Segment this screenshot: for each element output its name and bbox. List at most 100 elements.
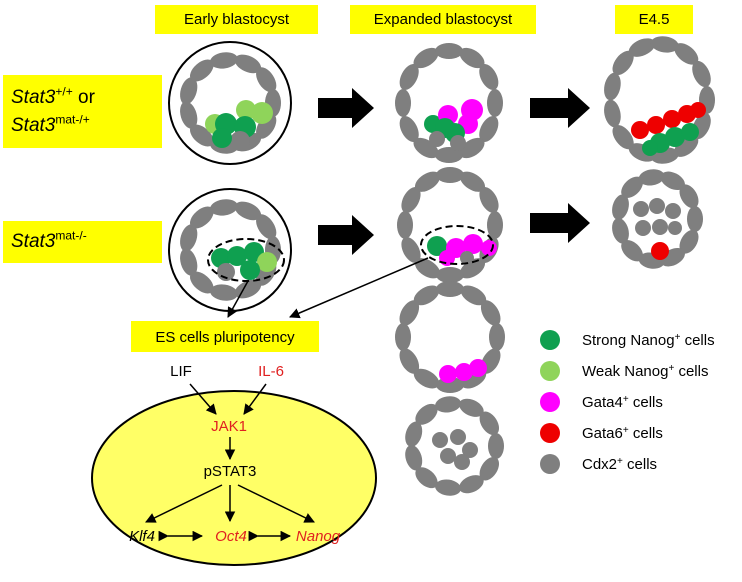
trophectoderm-cell — [415, 403, 438, 425]
icm-cell — [681, 123, 699, 141]
genotype-label-wildtype: Stat3+/+ or Stat3mat-/+ — [3, 75, 162, 148]
trophectoderm-cell — [479, 411, 500, 436]
trophectoderm-cell — [479, 456, 500, 481]
embryo-mut-expanded-blastocyst-3 — [405, 396, 504, 496]
trophectoderm-cell — [414, 258, 441, 279]
block-arrow-mut-1 — [318, 215, 374, 255]
icm-cell — [212, 128, 232, 148]
gene-stat3: Stat3 — [11, 114, 56, 136]
trophectoderm-cell — [399, 300, 420, 326]
trophectoderm-cell — [621, 240, 643, 262]
header-early-blastocyst: Early blastocyst — [155, 5, 318, 34]
trophectoderm-cell — [405, 445, 423, 471]
icm-cell — [227, 246, 247, 266]
trophectoderm-cell — [209, 52, 238, 69]
icm-cell — [631, 121, 649, 139]
icm-cell — [481, 240, 497, 256]
icm-cell — [450, 135, 466, 151]
trophectoderm-cell — [399, 64, 419, 90]
trophectoderm-cell — [399, 116, 419, 142]
arrow-early-icm-to-es — [227, 280, 249, 318]
legend-label: Strong Nanog+ cells — [582, 332, 715, 350]
legend-label: Weak Nanog+ cells — [582, 363, 708, 381]
icm-cell — [460, 251, 474, 265]
icm-cell — [455, 363, 473, 381]
trophectoderm-cell — [435, 147, 463, 163]
dashed-icm-outline-expanded — [420, 225, 494, 265]
es-cells-label: ES cells pluripotency — [155, 329, 295, 346]
legend-label: Cdx2+ cells — [582, 456, 657, 474]
gene-stat3: Stat3 — [11, 231, 56, 252]
trophectoderm-cell — [612, 124, 634, 150]
trophectoderm-cell — [234, 201, 262, 221]
trophectoderm-cell — [638, 169, 665, 186]
icm-cell — [633, 201, 649, 217]
header-expanded-blastocyst: Expanded blastocyst — [350, 5, 536, 34]
il6-label: IL-6 — [258, 363, 284, 380]
trophectoderm-cell — [436, 267, 464, 283]
trophectoderm-cell — [180, 77, 198, 105]
trophectoderm-cell — [479, 187, 499, 213]
trophectoderm-cell — [414, 171, 441, 192]
trophectoderm-cell — [415, 467, 438, 489]
icm-cell — [257, 252, 277, 272]
trophectoderm-cell — [413, 47, 439, 69]
embryo-mut-e45 — [612, 169, 703, 269]
embryo-mut-early-blastocyst — [180, 199, 281, 301]
gene-stat3: Stat3 — [11, 86, 56, 108]
trophectoderm-cell — [660, 171, 685, 191]
es-cells-box — [131, 321, 319, 352]
trophectoderm-cell — [234, 54, 262, 74]
icm-cell — [429, 131, 445, 147]
trophectoderm-cell — [435, 43, 463, 59]
icm-cell — [230, 131, 250, 151]
icm-cell — [635, 220, 651, 236]
trophectoderm-cell — [460, 285, 487, 306]
trophectoderm-cell — [621, 176, 643, 198]
icm-cell — [462, 442, 478, 458]
icm-cell — [642, 140, 658, 156]
trophectoderm-cell — [459, 475, 484, 494]
trophectoderm-cell — [436, 281, 464, 297]
embryo-mut-expanded-blastocyst-2 — [395, 281, 505, 393]
trophectoderm-cell — [604, 72, 621, 101]
icm-cell — [240, 260, 260, 280]
connector-text: or — [72, 86, 95, 108]
trophectoderm-cell — [604, 99, 621, 128]
icm-cell — [454, 454, 470, 470]
icm-cell — [665, 203, 681, 219]
icm-cell — [649, 198, 665, 214]
block-arrow-wt-2 — [530, 88, 590, 128]
trophectoderm-cell — [401, 237, 421, 263]
trophectoderm-cell — [459, 398, 484, 417]
legend-swatch — [540, 361, 560, 381]
trophectoderm-cell — [679, 229, 699, 254]
trophectoderm-cell — [180, 248, 198, 276]
trophectoderm-cell — [256, 67, 277, 93]
genotype-label-mutant: Stat3mat-/- — [3, 221, 162, 263]
trophectoderm-cell — [395, 89, 411, 117]
trophectoderm-cell — [209, 284, 238, 301]
pstat3-label: pSTAT3 — [204, 463, 257, 480]
trophectoderm-cell — [405, 421, 423, 447]
legend-label: Gata4+ cells — [582, 394, 663, 412]
trophectoderm-cell — [612, 218, 629, 244]
trophectoderm-cell — [397, 211, 413, 239]
trophectoderm-cell — [189, 59, 214, 82]
trophectoderm-cell — [435, 396, 461, 413]
outline-circle-wt-early — [168, 41, 292, 165]
icm-cell — [236, 100, 256, 120]
icm-cell — [432, 432, 448, 448]
trophectoderm-cell — [399, 348, 420, 374]
nanog-label: Nanog — [296, 528, 341, 545]
klf4-label: Klf4 — [129, 528, 155, 545]
legend-swatch — [540, 423, 560, 443]
trophectoderm-cell — [487, 89, 503, 117]
trophectoderm-cell — [479, 64, 499, 90]
header-e45: E4.5 — [615, 5, 693, 34]
arrow-pstat3-to-nanog — [237, 484, 315, 523]
allele-superscript: mat-/- — [55, 228, 87, 243]
trophectoderm-cell — [650, 36, 679, 53]
trophectoderm-cell — [459, 171, 486, 192]
